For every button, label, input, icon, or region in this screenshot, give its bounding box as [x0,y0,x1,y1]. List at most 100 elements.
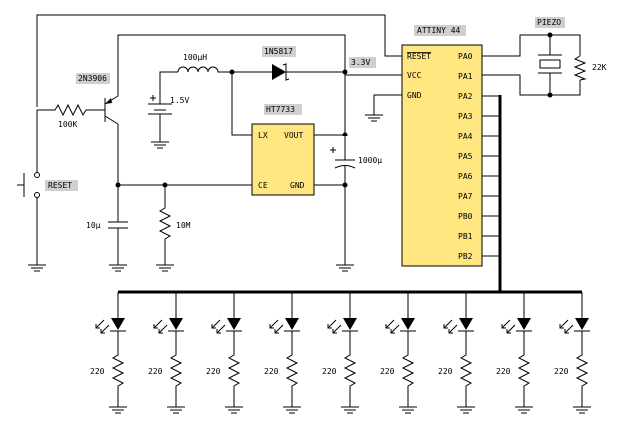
transistor-label: 2N3906 [78,74,107,83]
mcu-pin-gnd: GND [407,91,422,100]
resistor-led-value: 220 [90,367,105,376]
reset-label: RESET [48,181,72,190]
mcu-pin-pb0: PB0 [458,212,473,221]
mcu-pin-pa6: PA6 [458,172,473,181]
led-channel: 220 [496,292,533,414]
resistor-led [343,331,357,407]
mcu-ic [401,44,483,267]
resistor-piezo [573,55,587,81]
regulator-ic [251,123,315,196]
ground-symbol [151,141,169,149]
resistor-base [37,103,105,117]
piezo [538,35,562,95]
mcu-pin-pa2: PA2 [458,92,473,101]
mcu-pin-pa4: PA4 [458,132,473,141]
capacitor-output-value: 1000µ [358,156,382,165]
lx-wire [231,72,252,136]
supply-net-label: 3.3V [351,58,370,67]
transistor-label-bg [76,73,110,84]
ground-symbol [225,406,243,414]
led-icon [459,318,473,330]
resistor-led [169,331,183,407]
ground-symbol [28,264,46,272]
resistor-led-value: 220 [322,367,337,376]
transistor-q1 [104,95,119,185]
resistor-led-value: 220 [438,367,453,376]
mcu-gnd-wire [373,94,402,115]
ground-symbol [109,406,127,414]
mcu-pin-pa3: PA3 [458,112,473,121]
ground-symbol [336,264,354,272]
ground-symbol [573,406,591,414]
ground-symbol [341,406,359,414]
mcu-pin-pa7: PA7 [458,192,473,201]
mcu-pin-reset: RESET [407,52,431,61]
led-channel: 220 [206,292,243,414]
piezo-wire-a [482,34,581,57]
diode-label-bg [262,46,296,57]
ground-symbol [283,406,301,414]
ground-symbol [457,406,475,414]
resistor-led [285,331,299,407]
resistor-pulldown-value: 10M [176,221,191,230]
led-channel: 220 [380,292,417,414]
regulator-label-bg [264,104,302,115]
led-icon [401,318,415,330]
mcu-pin-pa1: PA1 [458,72,473,81]
resistor-pulldown [158,185,172,265]
reset-wire [36,14,402,107]
led-channel: 220 [264,292,301,414]
diode [232,63,345,81]
resistor-led-value: 220 [496,367,511,376]
resistor-led [459,331,473,407]
led-channel: 220 [90,292,127,414]
resistor-led [401,331,415,407]
mcu-pin-pa5: PA5 [458,152,473,161]
led-channel: 220 [438,292,475,414]
regulator-label: HT7733 [266,105,295,114]
piezo-label: PIEZO [537,18,561,27]
battery [148,71,178,142]
ground-symbol [109,264,127,272]
mcu-pin-pb1: PB1 [458,232,473,241]
resistor-piezo-value: 22K [592,63,607,72]
piezo-wire-b [482,74,581,96]
led-icon [343,318,357,330]
diode-label: 1N5817 [264,47,293,56]
regulator-pin-lx: LX [258,131,268,140]
resistor-led-value: 220 [380,367,395,376]
capacitor-output [330,135,356,185]
ground-symbol [399,406,417,414]
mcu-pin-pa0: PA0 [458,52,473,61]
led-channel: 220 [148,292,185,414]
mcu-label: ATTINY 44 [417,26,461,35]
resistor-base-value: 100K [58,120,77,129]
resistor-led [227,331,241,407]
ground-symbol [515,406,533,414]
regulator-pin-gnd: GND [290,181,305,190]
mcu-pin-vcc: VCC [407,71,422,80]
led-icon [227,318,241,330]
resistor-led [111,331,125,407]
reset-switch[interactable] [17,110,40,265]
supply-net-bg [349,57,376,68]
regulator-pin-ce: CE [258,181,268,190]
led-channel: 220 [554,292,591,414]
resistor-led [517,331,531,407]
mcu-label-bg [414,25,466,36]
led-channel: 220 [322,292,359,414]
inductor [177,66,232,73]
ground-symbol [156,264,174,272]
battery-value: 1.5V [170,96,189,105]
resistor-led-value: 220 [264,367,279,376]
led-icon [169,318,183,330]
resistor-led [575,331,589,407]
capacitor-timing [108,185,128,265]
inductor-value: 100µH [183,53,207,62]
ground-symbol [167,406,185,414]
regulator-pin-vout: VOUT [284,131,303,140]
piezo-label-bg [535,17,565,28]
mcu-pin-pb2: PB2 [458,252,473,261]
led-icon [111,318,125,330]
led-icon [517,318,531,330]
